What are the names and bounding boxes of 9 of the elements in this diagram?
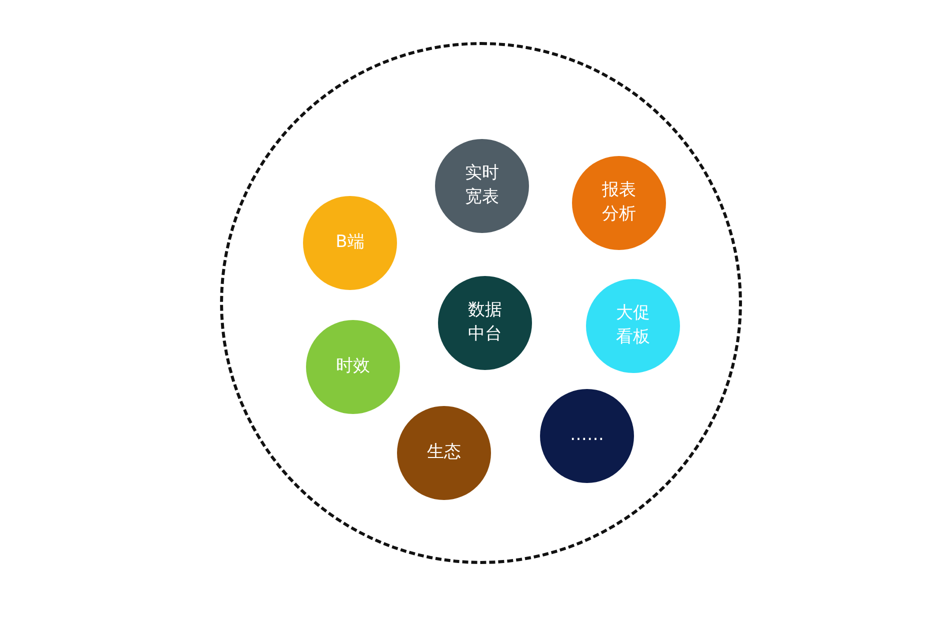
node-label: 数据中台 xyxy=(467,299,503,346)
node-label: 时效 xyxy=(336,355,370,378)
node-label: 实时宽表 xyxy=(464,162,500,209)
node-label: B端 xyxy=(336,231,364,254)
node-label: 报表分析 xyxy=(601,179,637,226)
node-label: …… xyxy=(570,424,604,448)
node-label: 生态 xyxy=(427,441,461,464)
node-label: 大促看板 xyxy=(615,302,651,349)
dashed-circle xyxy=(220,42,742,564)
